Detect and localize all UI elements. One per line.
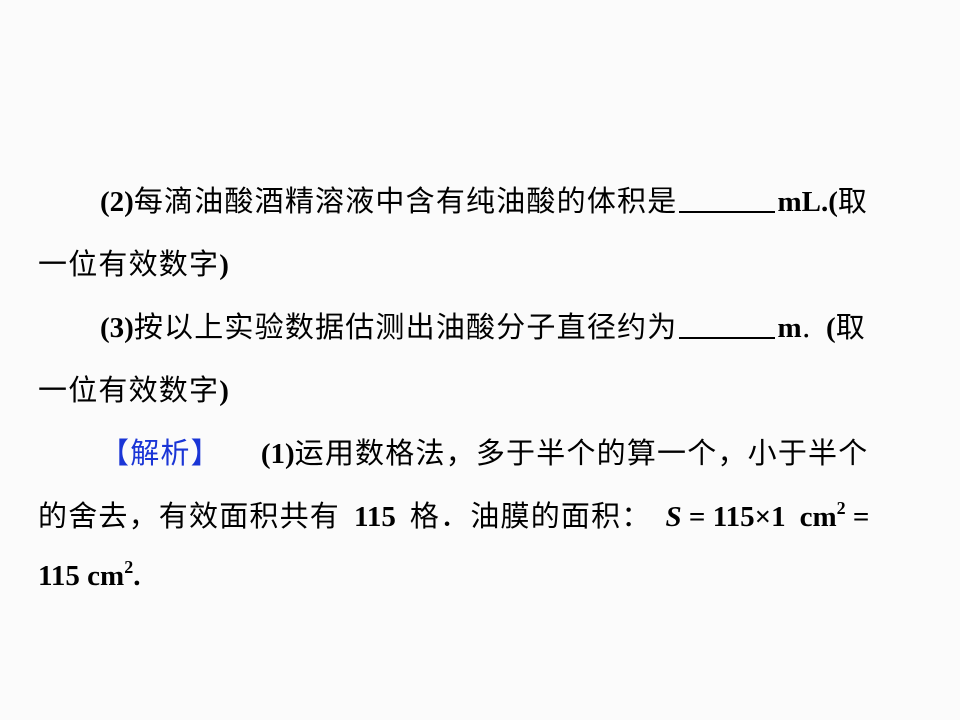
analysis-var-s: S (665, 501, 682, 533)
analysis-eq2: = (845, 501, 870, 533)
q2-tail: 取 (837, 184, 869, 218)
q3-line2: 一位有效数字 (38, 373, 220, 407)
analysis-label: (1) (260, 438, 295, 470)
q2-unit: mL.( (777, 186, 838, 218)
q2-label: (2) (100, 186, 134, 218)
analysis-exp: 2 (836, 498, 846, 518)
q3-text: 按以上实验数据估测出油酸分子直径约为 (133, 310, 678, 344)
analysis-line-1: 【解析】 (1)运用数格法，多于半个的算一个，小于半个 (100, 433, 922, 473)
question-2-line-2: 一位有效数字) (38, 244, 922, 284)
analysis-result-exp: 2 (124, 557, 134, 577)
question-2-line-1: (2)每滴油酸酒精溶液中含有纯油酸的体积是 mL.(取 (100, 181, 922, 221)
q3-answer-blank (679, 311, 776, 339)
analysis-tag: 【解析】 (100, 436, 221, 470)
q2-answer-blank (679, 185, 776, 213)
q2-text: 每滴油酸酒精溶液中含有纯油酸的体积是 (133, 184, 678, 218)
q3-tail: 取 (835, 310, 866, 344)
q3-dot: . (801, 310, 813, 344)
q3-close: ) (219, 375, 229, 407)
q3-label: (3) (100, 312, 134, 344)
q2-close: ) (219, 249, 229, 281)
analysis-result: 115 cm (38, 560, 125, 592)
analysis-period: . (133, 560, 141, 592)
analysis-text2a: 的舍去，有效面积共有 (38, 499, 341, 533)
q3-open: ( (826, 312, 836, 344)
analysis-line-3: 115 cm2. (38, 555, 922, 595)
question-3-line-1: (3)按以上实验数据估测出油酸分子直径约为 m. (取 (100, 307, 922, 347)
analysis-text1: 运用数格法，多于半个的算一个，小于半个 (294, 436, 869, 470)
analysis-unit-cm: cm (799, 501, 837, 533)
question-3-line-2: 一位有效数字) (38, 370, 922, 410)
analysis-eq1: = 115×1 (681, 501, 786, 533)
q2-line2: 一位有效数字 (38, 247, 220, 281)
analysis-count: 115 (354, 501, 396, 533)
analysis-line-2: 的舍去，有效面积共有 115 格．油膜的面积： S = 115×1 cm2 = (38, 496, 922, 536)
analysis-text2b: 格．油膜的面积： (409, 499, 652, 533)
q3-unit: m (777, 312, 802, 344)
